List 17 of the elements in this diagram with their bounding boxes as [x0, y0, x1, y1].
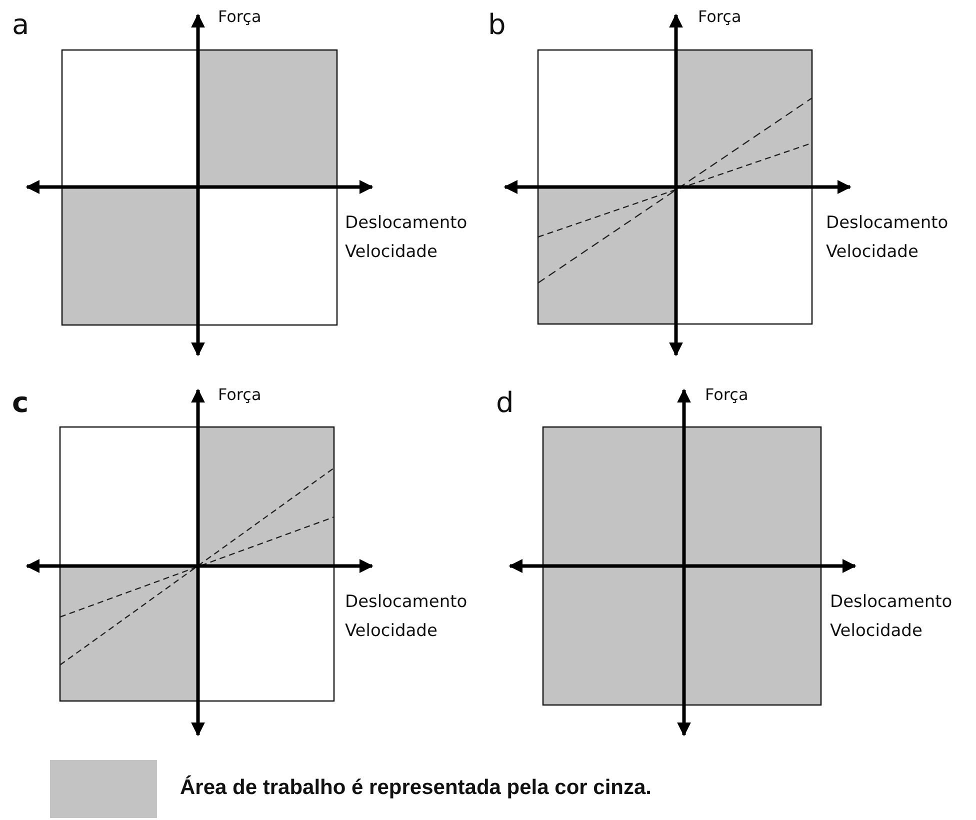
axis-label: Força — [698, 8, 742, 26]
axis-label: Velocidade — [345, 243, 438, 262]
axis-label: Deslocamento — [830, 593, 952, 612]
axis-label: Deslocamento — [345, 593, 468, 612]
axis-label: Força — [218, 8, 262, 26]
panel-letter: c — [12, 388, 29, 419]
axis-label: Velocidade — [830, 622, 922, 641]
panel-letter: b — [488, 10, 506, 41]
axis-label: Velocidade — [826, 243, 918, 262]
axis-label: Força — [705, 386, 748, 404]
axis-label: Velocidade — [345, 622, 438, 641]
axis-label: Deslocamento — [345, 214, 468, 233]
panel-letter: d — [496, 388, 514, 419]
axis-label: Força — [218, 386, 262, 404]
legend-text: Área de trabalho é representada pela cor cinza. — [180, 776, 652, 800]
panel-letter: a — [12, 10, 30, 41]
axis-label: Deslocamento — [826, 214, 948, 233]
